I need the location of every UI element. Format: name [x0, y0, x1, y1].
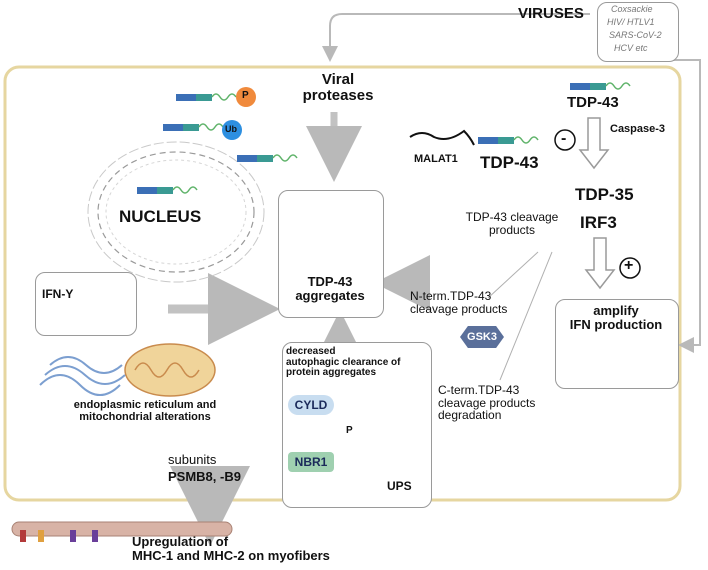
mitochondrion-glyph	[124, 343, 216, 397]
phospho-label: P	[242, 90, 249, 101]
ifn-gamma-label: IFN-Y	[42, 287, 74, 301]
virus-list-box	[597, 2, 679, 62]
nucleus-label: NUCLEUS	[119, 207, 202, 226]
cterm-label: C-term.TDP-43 cleavage products degradat…	[438, 384, 535, 422]
er-mito-line: mitochondrial alterations	[79, 410, 211, 423]
gsk3-node: GSK3	[460, 326, 504, 348]
cleavage-products-line: TDP-43 cleavage	[465, 210, 559, 224]
autophagy-line: decreased	[286, 346, 336, 357]
cleavage-products-line: products	[488, 222, 536, 237]
malat1-rna	[409, 129, 475, 146]
cterm-line: cleavage products	[438, 395, 536, 410]
upregulation-label: Upregulation of MHC-1 and MHC-2 on myofi…	[132, 535, 330, 562]
cleavage-line-cterm	[499, 251, 553, 381]
amplify-arrow	[584, 237, 616, 290]
promote-circle	[619, 257, 641, 279]
er-mito-label: endoplasmic reticulum and mitochondrial …	[30, 399, 260, 423]
autophagy-line: protein aggregates	[286, 367, 377, 378]
promote-sign: +	[624, 257, 634, 274]
caspase-arrow	[578, 117, 610, 170]
virus-item: HCV etc	[614, 43, 648, 53]
aggregates-label: TDP-43 aggregates	[280, 275, 380, 302]
er-glyph	[39, 356, 126, 396]
er-mito-line: endoplasmic reticulum and	[73, 399, 217, 411]
virus-arrow-right	[660, 59, 701, 353]
nbr1-badge: NBR1	[288, 452, 334, 472]
subunits-line: subunits	[168, 452, 217, 467]
tdp43-glyph-malat1	[478, 136, 539, 144]
upregulation-line: MHC-1 and MHC-2 on myofibers	[132, 547, 330, 563]
aggregates-line: TDP-43	[307, 274, 353, 289]
tdp43-glyph-phospho	[176, 87, 256, 107]
viruses-label: VIRUSES	[518, 5, 584, 22]
virus-item: HIV/ HTLV1	[607, 17, 655, 27]
cleavage-line-nterm	[487, 251, 539, 299]
amplify-box	[555, 299, 679, 389]
ups-label: UPS	[387, 479, 412, 493]
aggregates-box	[278, 190, 384, 318]
tdp43-glyph-ub	[163, 120, 242, 140]
cterm-line: C-term.TDP-43	[438, 383, 520, 397]
cleavage-products-label: TDP-43 cleavage products	[452, 211, 572, 236]
aggregates-line: aggregates	[295, 287, 365, 303]
virus-arrow-left	[322, 13, 590, 62]
tdp43-glyph-nucleus	[137, 186, 198, 194]
caspase3-label: Caspase-3	[610, 123, 666, 135]
nucleus-membrane	[97, 151, 255, 273]
autophagy-label: decreased autophagic clearance of protei…	[286, 346, 401, 379]
tdp43-mid-label: TDP-43	[480, 153, 539, 172]
nterm-line: N-term.TDP-43	[410, 289, 492, 303]
ifn-gamma-box	[35, 272, 137, 336]
viral-proteases-label: Viral proteases	[290, 72, 386, 104]
amplify-label: amplify IFN production	[557, 304, 675, 331]
nterm-label: N-term.TDP-43 cleavage products	[410, 290, 507, 315]
cterm-line: degradation	[438, 408, 502, 423]
malat1-label: MALAT1	[414, 153, 458, 165]
virus-item: Coxsackie	[611, 4, 653, 14]
irf3-label: IRF3	[580, 213, 617, 232]
autophagy-box	[282, 342, 432, 508]
viral-proteases-line: proteases	[302, 86, 374, 104]
tdp43-glyph-top	[570, 82, 631, 90]
subunits-label: subunits PSMB8, -B9	[168, 453, 241, 483]
virus-item: SARS-CoV-2	[609, 30, 662, 40]
subunits-line: PSMB8, -B9	[168, 468, 241, 484]
phospho-label-autophagy: P	[346, 425, 353, 436]
nterm-line: cleavage products	[410, 301, 508, 316]
viral-proteases-line: Viral	[321, 71, 355, 88]
nucleus-er-outer	[87, 141, 265, 283]
inhibit-circle	[554, 129, 576, 151]
myofiber-row	[11, 521, 233, 542]
autophagy-line: autophagic clearance of	[286, 356, 401, 368]
amplify-line: amplify	[593, 303, 639, 318]
inhibit-sign: -	[561, 130, 567, 147]
ub-label: Ub	[225, 124, 237, 134]
tdp43-glyph-free	[237, 154, 298, 162]
nucleus-er-inner	[105, 159, 247, 265]
tdp35-label: TDP-35	[575, 185, 634, 204]
upregulation-line: Upregulation of	[132, 534, 229, 549]
tdp43-top-label: TDP-43	[567, 94, 619, 111]
amplify-line: IFN production	[569, 316, 663, 332]
cyld-badge: CYLD	[288, 395, 334, 415]
